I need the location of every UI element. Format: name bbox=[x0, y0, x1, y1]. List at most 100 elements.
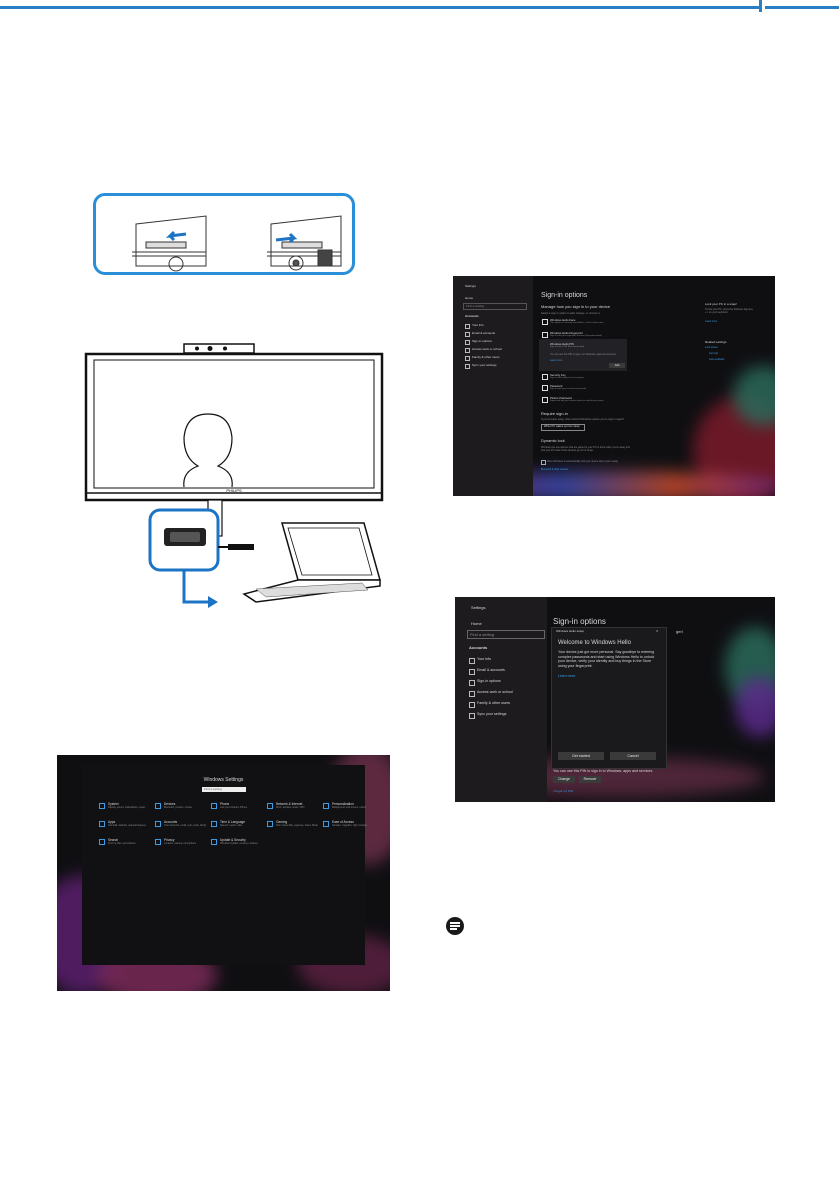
dialog-nav-search[interactable]: Find a setting bbox=[467, 630, 545, 639]
category-desc: Uninstall, defaults, optional features bbox=[108, 824, 146, 827]
category-icon bbox=[323, 803, 329, 809]
category-name[interactable]: Search bbox=[108, 838, 119, 842]
sidebar-item[interactable]: Your info bbox=[472, 323, 484, 327]
category-name[interactable]: Apps bbox=[108, 820, 116, 824]
remove-button[interactable]: Remove bbox=[579, 776, 601, 783]
category-desc: Bluetooth, printers, mouse bbox=[164, 806, 192, 809]
nav-icon bbox=[465, 356, 470, 361]
sidebar-item[interactable]: Sync your settings bbox=[477, 712, 507, 716]
category-icon bbox=[267, 821, 273, 827]
pin-learn-more[interactable]: Learn more bbox=[550, 359, 563, 362]
option-icon bbox=[542, 385, 548, 391]
option-name[interactable]: Picture Password bbox=[550, 396, 572, 400]
pin-option-name[interactable]: Windows Hello PIN bbox=[550, 342, 574, 346]
option-icon bbox=[542, 397, 548, 403]
dialog-close-icon[interactable]: × bbox=[656, 628, 659, 633]
note-icon bbox=[446, 917, 464, 935]
category-desc: Your accounts, email, sync, work, family bbox=[164, 824, 207, 827]
nav-icon bbox=[469, 669, 475, 675]
option-icon bbox=[542, 332, 548, 338]
option-desc: Sign in with your account's password bbox=[550, 388, 586, 390]
sidebar-item[interactable]: Email & accounts bbox=[477, 668, 505, 672]
sidebar-item[interactable]: Family & other users bbox=[472, 355, 500, 359]
category-name[interactable]: Update & Security bbox=[220, 838, 246, 842]
settings-title: Windows Settings bbox=[203, 777, 244, 783]
nav-icon bbox=[469, 658, 475, 664]
category-icon bbox=[155, 803, 161, 809]
category-name[interactable]: Personalization bbox=[332, 802, 354, 806]
category-icon bbox=[99, 803, 105, 809]
nav-icon bbox=[465, 340, 470, 345]
option-desc: This option is currently unavailable—cli… bbox=[550, 322, 604, 324]
sidebar-item[interactable]: Sign-in options bbox=[472, 339, 492, 343]
slide-left-arrow-icon bbox=[165, 230, 187, 242]
category-name[interactable]: Network & Internet bbox=[276, 802, 303, 806]
sidebar-item[interactable]: Family & other users bbox=[477, 701, 510, 705]
category-name[interactable]: Accounts bbox=[164, 820, 178, 824]
window-title: Settings bbox=[465, 284, 476, 288]
category-desc: Wi-Fi, airplane mode, VPN bbox=[276, 806, 305, 809]
category-name[interactable]: Gaming bbox=[276, 820, 288, 824]
option-name[interactable]: Windows Hello Face bbox=[550, 318, 576, 322]
option-name[interactable]: Security Key bbox=[550, 373, 566, 377]
sidebar-item[interactable]: Sync your settings bbox=[472, 363, 497, 367]
settings-search-input[interactable]: Find a setting bbox=[202, 787, 246, 792]
category-icon bbox=[211, 839, 217, 845]
category-desc: Narrator, magnifier, high contrast bbox=[332, 824, 367, 827]
sidebar-item[interactable]: Email & accounts bbox=[472, 331, 496, 335]
option-desc: Sign in with your fingerprint scanner (R… bbox=[550, 335, 602, 337]
section-label: Accounts bbox=[465, 314, 479, 318]
option-desc: Sign in with a physical security key bbox=[550, 377, 584, 379]
pin-option-desc: Sign in with a PIN (Recommended) bbox=[550, 346, 585, 348]
option-icon bbox=[542, 319, 548, 325]
sidebar-item[interactable]: Your info bbox=[477, 657, 492, 661]
category-icon bbox=[99, 821, 105, 827]
category-name[interactable]: Devices bbox=[164, 802, 176, 806]
category-icon bbox=[211, 803, 217, 809]
change-button[interactable]: Change bbox=[553, 776, 575, 783]
nav-icon bbox=[465, 324, 470, 329]
category-name[interactable]: Phone bbox=[220, 802, 230, 806]
category-desc: Find my files, permissions bbox=[108, 842, 136, 845]
category-desc: Xbox Game Bar, captures, Game Mode bbox=[276, 824, 318, 827]
slide-right-arrow-icon bbox=[275, 232, 298, 244]
add-pin-button[interactable]: Add bbox=[609, 363, 625, 368]
category-icon bbox=[267, 803, 273, 809]
category-name[interactable]: Time & Language bbox=[220, 820, 246, 824]
category-name[interactable]: System bbox=[108, 802, 119, 806]
category-icon bbox=[99, 839, 105, 845]
category-desc: Speech, region, date bbox=[220, 824, 243, 827]
monitor-laptop-illustration: PHILIPS bbox=[84, 343, 384, 608]
signin-options-screenshot: Settings Home Find a setting Accounts Yo… bbox=[453, 276, 775, 496]
option-name[interactable]: Windows Hello Fingerprint bbox=[550, 331, 583, 335]
home-link[interactable]: Home bbox=[465, 296, 474, 300]
brand-label: PHILIPS bbox=[226, 488, 242, 493]
sidebar-item[interactable]: Access work or school bbox=[472, 347, 502, 351]
nav-icon bbox=[469, 702, 475, 708]
sidebar-item[interactable]: Access work or school bbox=[477, 690, 513, 694]
category-desc: Display, sound, notifications, power bbox=[108, 806, 146, 809]
nav-icon bbox=[465, 348, 470, 353]
sidebar-item[interactable]: Sign-in options bbox=[477, 679, 501, 683]
category-name[interactable]: Privacy bbox=[164, 838, 175, 842]
category-desc: Location, camera, microphone bbox=[164, 842, 197, 845]
page-heading: Sign-in options bbox=[541, 292, 588, 299]
header-rule bbox=[0, 0, 839, 12]
cancel-button[interactable]: Cancel bbox=[610, 752, 656, 760]
dynamic-lock-checkbox[interactable] bbox=[541, 460, 546, 465]
option-name[interactable]: Password bbox=[550, 384, 563, 388]
option-icon bbox=[542, 374, 548, 380]
webcam-slide-illustration bbox=[132, 215, 342, 272]
category-icon bbox=[155, 821, 161, 827]
require-dropdown[interactable]: When PC wakes up from sleep bbox=[541, 424, 585, 431]
nav-icon bbox=[469, 691, 475, 697]
nav-icon bbox=[469, 680, 475, 686]
nav-icon bbox=[465, 332, 470, 337]
category-desc: Windows Update, recovery, backup bbox=[220, 842, 258, 845]
category-desc: Background, lock screen, colors bbox=[332, 806, 366, 809]
get-started-button[interactable]: Get started bbox=[558, 752, 604, 760]
category-name[interactable]: Ease of Access bbox=[332, 820, 354, 824]
category-icon bbox=[211, 821, 217, 827]
webcam-slide-callout bbox=[93, 193, 355, 275]
nav-search-input[interactable]: Find a setting bbox=[463, 303, 527, 310]
